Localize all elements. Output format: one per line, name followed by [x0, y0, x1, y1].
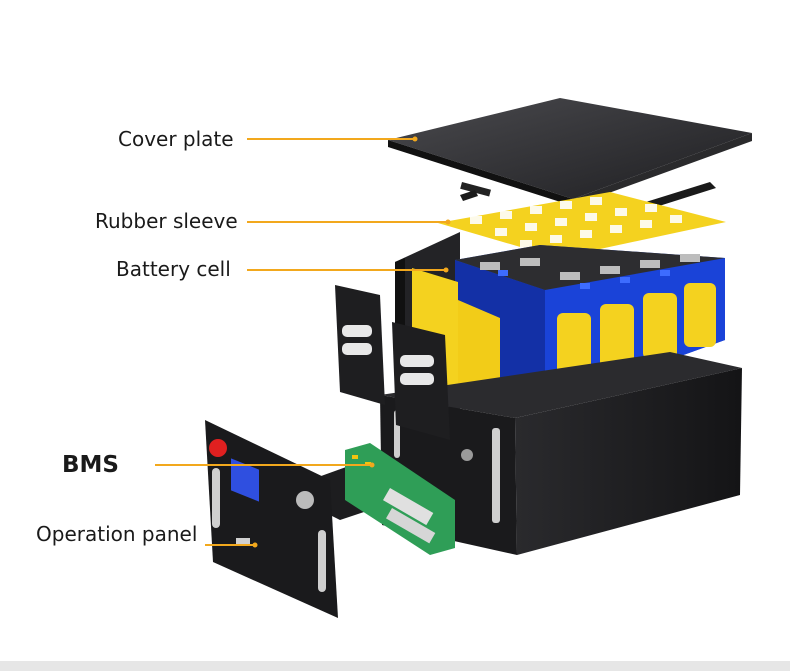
cover-plate: [388, 98, 752, 206]
terminal-brackets: [335, 285, 450, 440]
label-cover-plate: Cover plate: [118, 127, 234, 151]
bottom-strip: [0, 661, 790, 671]
label-rubber-sleeve: Rubber sleeve: [95, 209, 238, 233]
label-bms: BMS: [62, 452, 119, 478]
label-operation-panel: Operation panel: [36, 522, 198, 546]
battery-cells: [455, 245, 725, 405]
operation-panel: [205, 420, 338, 618]
leader-lines: [155, 138, 448, 546]
rubber-sleeve: [438, 192, 726, 258]
label-battery-cell: Battery cell: [116, 257, 231, 281]
leader-dots: [252, 136, 451, 548]
